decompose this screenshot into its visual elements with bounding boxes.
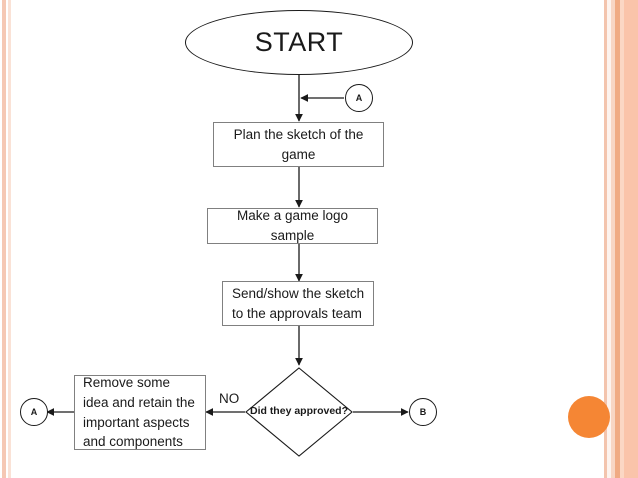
left-edge-stripe-outer	[2, 0, 6, 478]
step-remove-box[interactable]: Remove some idea and retain the importan…	[74, 375, 206, 450]
decision-diamond-shape	[245, 367, 353, 457]
right-edge-stripe-1	[604, 0, 607, 478]
step-remove-label: Remove some idea and retain the importan…	[83, 375, 195, 450]
connector-b-right[interactable]: B	[409, 398, 437, 426]
connector-a-top-label: A	[355, 93, 363, 103]
right-edge-stripe-4	[615, 0, 620, 478]
edge-label-no: NO	[219, 391, 240, 406]
step-plan-label: Plan the sketch of the game	[233, 126, 364, 162]
right-edge-stripe-3	[611, 0, 615, 478]
right-edge-stripe-2	[607, 0, 611, 478]
connector-b-right-label: B	[419, 407, 427, 417]
decision-approved[interactable]: Did they approved?	[245, 367, 353, 457]
step-logo-box[interactable]: Make a game logo sample	[207, 208, 378, 244]
step-logo-label: Make a game logo sample	[236, 208, 349, 243]
decorative-orange-circle	[568, 396, 610, 438]
right-edge-stripe-5	[620, 0, 624, 478]
step-plan-box[interactable]: Plan the sketch of the game	[213, 122, 384, 167]
step-send-box[interactable]: Send/show the sketch to the approvals te…	[222, 281, 374, 326]
connector-a-top[interactable]: A	[345, 84, 373, 112]
start-terminator[interactable]: START	[185, 10, 413, 75]
right-edge-stripe-6	[624, 0, 638, 478]
step-send-label: Send/show the sketch to the approvals te…	[232, 285, 365, 321]
start-label: START	[254, 27, 344, 57]
connector-a-left-label: A	[30, 407, 38, 417]
left-edge-stripe-inner	[8, 0, 11, 478]
decision-approved-label: Did they approved?	[249, 405, 348, 418]
connector-a-left[interactable]: A	[20, 398, 48, 426]
